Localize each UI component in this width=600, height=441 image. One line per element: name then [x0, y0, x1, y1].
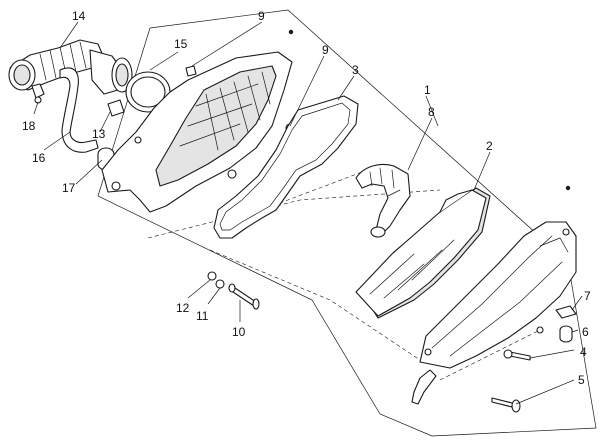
callout-16: 16 — [32, 151, 46, 165]
long-screw — [228, 283, 260, 310]
alignment-line — [439, 329, 541, 381]
reference-dot — [288, 29, 294, 35]
callout-5: 5 — [578, 373, 585, 387]
drain-plug — [559, 325, 573, 343]
callout-13: 13 — [92, 127, 106, 141]
elbow-hose — [355, 163, 411, 238]
callout-7: 7 — [584, 289, 591, 303]
callout-14: 14 — [72, 9, 86, 23]
alignment-line — [147, 189, 441, 239]
callout-9-right: 9 — [322, 43, 329, 57]
callout-12: 12 — [176, 301, 190, 315]
washer-12 — [207, 271, 217, 281]
clip — [107, 99, 125, 117]
clip-small — [555, 305, 577, 319]
reference-dot — [565, 185, 571, 191]
gasket-inner — [219, 102, 351, 231]
screw — [503, 349, 531, 361]
air-filter — [355, 187, 491, 319]
bolt — [491, 397, 521, 413]
airbox-housing — [101, 51, 293, 213]
breather-hose — [59, 67, 99, 153]
airbox-cover — [419, 221, 577, 369]
callout-4: 4 — [580, 345, 587, 359]
assembly-frame — [97, 9, 597, 437]
drain-tube — [411, 369, 437, 405]
small-clamp — [31, 83, 45, 104]
callout-3: 3 — [352, 63, 359, 77]
leader-lines — [33, 21, 583, 405]
callout-2: 2 — [486, 139, 493, 153]
clamp-ring — [125, 71, 171, 113]
callout-9-left: 9 — [258, 9, 265, 23]
callout-17: 17 — [62, 181, 76, 195]
callout-10: 10 — [232, 325, 246, 339]
callout-6: 6 — [582, 325, 589, 339]
callout-15: 15 — [174, 37, 188, 51]
nut — [185, 65, 197, 77]
callout-18: 18 — [22, 119, 36, 133]
washer-11 — [215, 279, 225, 289]
intake-duct — [8, 39, 133, 95]
callout-8: 8 — [428, 105, 435, 119]
gasket — [213, 95, 359, 239]
callout-11: 11 — [196, 309, 209, 323]
callout-1: 1 — [424, 83, 431, 97]
alignment-line — [209, 249, 421, 361]
